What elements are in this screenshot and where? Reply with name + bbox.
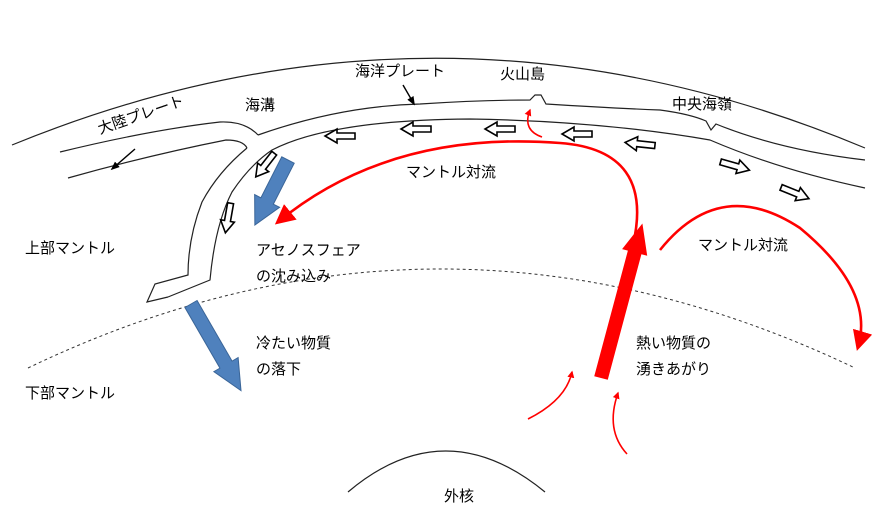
oceanic-plate-label: 海洋プレート xyxy=(355,62,446,80)
plate-motion-arrow xyxy=(560,125,593,143)
cold-material-label-line1: 冷たい物質 xyxy=(256,334,332,352)
continental-plate-lower-line xyxy=(67,139,248,179)
cold-material-label-line2: の落下 xyxy=(256,360,302,378)
plate-motion-arrow xyxy=(254,150,278,179)
plate-motion-arrow xyxy=(399,120,432,138)
cold-flow-arrows xyxy=(184,156,295,392)
lower-mantle-label: 下部マントル xyxy=(25,384,116,402)
continental-plate-upper-line xyxy=(59,121,259,153)
trench-label: 海溝 xyxy=(245,96,276,114)
upper-mantle-label: 上部マントル xyxy=(25,239,116,257)
plate-motion-arrow xyxy=(718,157,751,175)
asthenosphere-label-line2: の沈み込み xyxy=(256,267,332,285)
mantle-boundary-dashed xyxy=(27,268,856,369)
slab-front-edge xyxy=(145,147,248,303)
continental-plate-pointer-arrow xyxy=(110,148,136,171)
mid-ocean-ridge-label: 中央海嶺 xyxy=(672,95,733,113)
cold-material-label: 冷たい物質 の落下 xyxy=(256,330,331,382)
hot-material-label-line1: 熱い物質の xyxy=(636,334,712,352)
mantle-convection-top-label: マントル対流 xyxy=(406,163,497,181)
oceanic-plate-pointer-arrow xyxy=(402,84,415,106)
convection-arrow-right xyxy=(658,204,873,351)
hot-material-rising-arrow xyxy=(594,223,648,380)
volcano-feed-arrow xyxy=(524,108,543,138)
plate-motion-arrow xyxy=(219,201,236,235)
plate-motion-arrow xyxy=(483,120,516,138)
asthenosphere-label-line1: アセノスフェア xyxy=(256,241,361,259)
hot-flow-arrows xyxy=(274,108,873,455)
hot-material-label-line2: 湧きあがり xyxy=(636,360,712,378)
outer-core-label: 外核 xyxy=(444,487,475,505)
mantle-convection-right-label: マントル対流 xyxy=(698,236,789,254)
volcanic-island-label: 火山島 xyxy=(500,65,546,83)
plate-motion-arrow xyxy=(623,135,657,153)
small-rising-arrow-left xyxy=(527,370,575,420)
convection-arrow-left xyxy=(274,140,639,246)
plate-motion-arrows xyxy=(219,120,811,235)
hot-material-label: 熱い物質の 湧きあがり xyxy=(636,330,711,382)
plate-motion-arrow xyxy=(778,183,811,202)
oceanic-plate-top-line xyxy=(257,94,866,161)
oceanic-plate-bottom-line xyxy=(167,118,866,298)
outer-core-arc xyxy=(347,450,546,493)
small-rising-arrow-right xyxy=(612,391,628,455)
plate-motion-arrow xyxy=(323,127,356,145)
cold-material-falling-arrow xyxy=(184,299,242,392)
asthenosphere-subduction-label: アセノスフェア の沈み込み xyxy=(256,237,361,289)
asthenosphere-sinking-arrow xyxy=(254,156,295,227)
earth-surface-arc xyxy=(11,57,866,149)
